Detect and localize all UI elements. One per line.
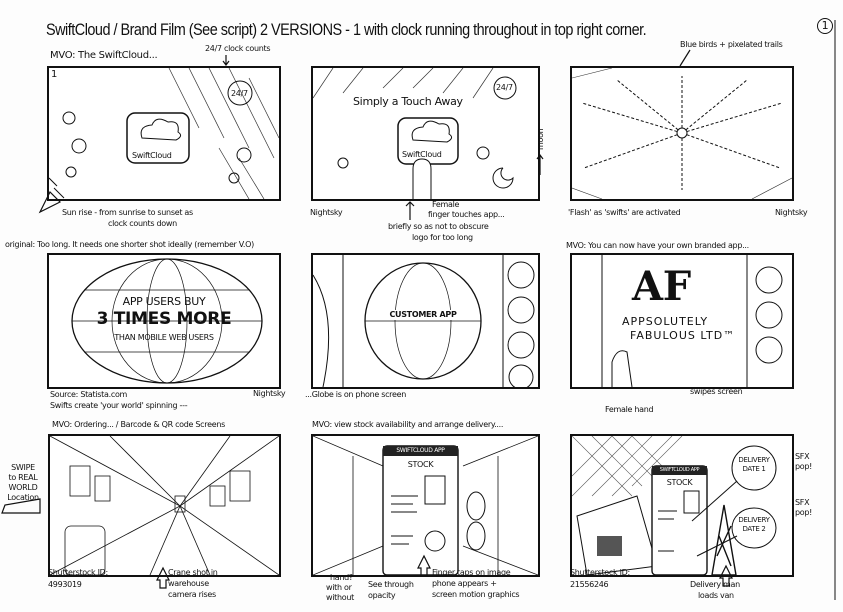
phone-stock-sketch <box>313 436 538 575</box>
panel-9: 9 SWIFTCLOUD APP STOCK DELIVERY DATE 1 D… <box>570 434 794 577</box>
note-nightsky: Nightsky <box>253 389 286 398</box>
delivery-date-2-bubble: DELIVERY DATE 2 <box>738 516 770 533</box>
note-swipe-4: Location <box>7 493 39 502</box>
delivery-sketch <box>572 436 777 575</box>
panel-2-sketch <box>313 68 517 199</box>
globe-sketch <box>71 258 263 384</box>
note-source: Source: Statista.com <box>50 390 128 399</box>
note-briefly-2: logo for too long <box>412 233 473 242</box>
note-hand-2: with or <box>326 583 352 592</box>
note-shutterstock-7-label: Shutterstock ID: <box>48 568 108 577</box>
note-swipes: swipes screen <box>690 387 743 396</box>
arrow-icon <box>222 55 230 66</box>
note-swipe-3: WORLD <box>8 483 38 492</box>
note-crane-1: Crane shot in <box>168 568 218 577</box>
note-finger-1: Finger taps on image <box>432 568 511 577</box>
brand-line-2: FABULOUS LTD™ <box>630 329 736 342</box>
delivery-date-1-bubble: DELIVERY DATE 1 <box>738 456 770 473</box>
panel-1: 1 24/7 SwiftCloud <box>47 66 281 201</box>
note-see-through-1: See through <box>368 580 414 589</box>
clock-label: 24/7 <box>231 89 248 98</box>
note-moon: moon <box>536 128 545 150</box>
note-shutterstock-9-id: 21556246 <box>570 580 609 589</box>
brand-line-1: APPSOLUTELY <box>622 315 709 328</box>
panel-3-sketch <box>572 68 792 199</box>
note-original: original: Too long. It needs one shorter… <box>5 240 254 249</box>
sfx-pop-2: SFX pop! <box>795 498 813 517</box>
note-nightsky: Nightsky <box>310 208 343 217</box>
storyboard-title: SwiftCloud / Brand Film (See script) 2 V… <box>46 20 647 39</box>
note-hand-3: without <box>326 593 354 602</box>
arrow-icon <box>405 201 415 220</box>
warehouse-sketch <box>50 436 279 575</box>
note-see-through-2: opacity <box>368 591 396 600</box>
panel-3: 3 <box>570 66 794 201</box>
stat-line-1: APP USERS BUY <box>122 295 206 308</box>
panel-8: 8 SWIFTCLOUD APP STOCK <box>311 434 540 577</box>
phone-logo-sketch <box>601 255 783 387</box>
note-briefly-1: briefly so as not to obscure <box>388 222 489 231</box>
note-swipe-1: SWIPE <box>11 463 35 472</box>
panel-6: 6 AF APPSOLUTELY FABULOUS LTD™ <box>570 253 794 389</box>
note-mvo-1: MVO: The SwiftCloud... <box>50 50 158 61</box>
panel-5: 5 CUSTOMER APP <box>311 253 540 389</box>
note-shutterstock-9-label: Shutterstock ID: <box>570 568 630 577</box>
note-mvo-7: MVO: Ordering... / Barcode & QR code Scr… <box>52 420 225 429</box>
note-delivery-1: Delivery man <box>690 580 740 589</box>
note-sunrise-2: clock counts down <box>108 219 177 228</box>
sfx-pop-1: SFX pop! <box>795 452 813 471</box>
note-clock-counts: 24/7 clock counts <box>205 44 271 53</box>
note-sunrise-1: Sun rise - from sunrise to sunset as <box>62 208 193 217</box>
note-mvo-6: MVO: You can now have your own branded a… <box>566 241 749 250</box>
note-finger-touches: finger touches app... <box>428 210 505 219</box>
note-delivery-2: loads van <box>698 591 734 600</box>
note-crane-3: camera rises <box>168 590 216 599</box>
page-number: 1 <box>817 18 833 34</box>
note-swipe-2: to REAL <box>8 473 38 482</box>
af-logo: AF <box>632 263 691 310</box>
app-header: SWIFTCLOUD APP <box>659 467 700 473</box>
note-swifts-create: Swifts create 'your world' spinning --- <box>50 401 188 410</box>
note-nightsky: Nightsky <box>775 208 808 217</box>
panel-7: 7 <box>48 434 281 577</box>
panel-headline: Simply a Touch Away <box>353 95 463 108</box>
stock-label: STOCK <box>666 478 693 487</box>
swiftcloud-logo-text: SwiftCloud <box>402 150 442 159</box>
note-mvo-8: MVO: view stock availability and arrange… <box>312 420 504 429</box>
swiftcloud-logo-text: SwiftCloud <box>132 151 172 160</box>
phone-globe-sketch <box>313 255 535 387</box>
stat-line-2: 3 TIMES MORE <box>96 309 232 329</box>
arrow-icon <box>679 49 691 67</box>
app-header: SWIFTCLOUD APP <box>396 447 445 454</box>
note-finger-2: phone appears + <box>432 579 497 588</box>
note-crane-2: warehouse <box>168 579 209 588</box>
clock-label: 24/7 <box>496 83 513 92</box>
note-female: Female <box>432 200 460 209</box>
stat-line-3: THAN MOBILE WEB USERS <box>114 333 214 342</box>
note-shutterstock-7-id: 4993019 <box>48 580 82 589</box>
stock-label: STOCK <box>407 460 434 469</box>
note-blue-birds: Blue birds + pixelated trails <box>680 40 783 49</box>
note-finger-3: screen motion graphics <box>432 590 520 599</box>
note-flash: 'Flash' as 'swifts' are activated <box>568 208 681 217</box>
panel-2: 2 Simply a Touch Away 24/7 SwiftCloud <box>311 66 540 201</box>
note-globe: ...Globe is on phone screen <box>305 390 407 399</box>
note-hand-1: hand? <box>330 573 353 582</box>
panel-4: 4 APP USERS BUY 3 TIMES MORE THAN MOBILE… <box>47 253 281 389</box>
panel-number: 1 <box>51 69 58 80</box>
customer-app-label: CUSTOMER APP <box>373 310 473 320</box>
note-female-hand: Female hand <box>605 405 654 414</box>
panel-1-sketch <box>49 68 279 199</box>
